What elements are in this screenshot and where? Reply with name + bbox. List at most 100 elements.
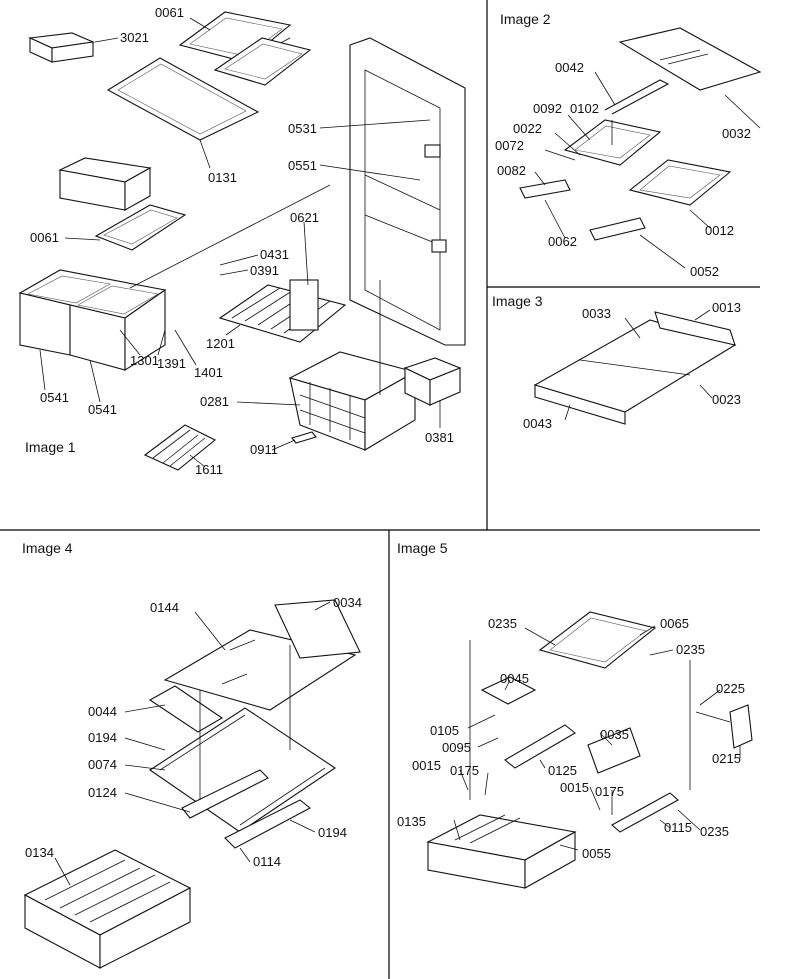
image5-labels: 0235 0065 0235 0045 0225 0105 0095 0125 … <box>397 616 745 861</box>
label-0391: 0391 <box>250 263 279 278</box>
label-0175-a: 0175 <box>450 763 479 778</box>
label-0144: 0144 <box>150 600 179 615</box>
label-0035: 0035 <box>600 727 629 742</box>
part-rail-0045 <box>480 676 537 705</box>
label-1301: 1301 <box>130 353 159 368</box>
image2-leaders <box>534 71 761 269</box>
label-0124: 0124 <box>88 785 117 800</box>
label-0194-b: 0194 <box>318 825 347 840</box>
part-trim-0052 <box>589 217 646 241</box>
image2-panel: Image 2 0042 <box>495 11 762 279</box>
label-0061-mid: 0061 <box>30 230 59 245</box>
image3-leaders <box>564 309 713 421</box>
panel-dividers <box>0 0 760 979</box>
part-shelf-frame-right <box>628 159 732 206</box>
part-rod-0911 <box>291 431 317 444</box>
part-glass-0032 <box>618 27 762 91</box>
label-0034: 0034 <box>333 595 362 610</box>
part-shelf-0065 <box>538 611 657 669</box>
label-0541-a: 0541 <box>40 390 69 405</box>
label-0095: 0095 <box>442 740 471 755</box>
part-drawer-0134 <box>23 849 192 969</box>
label-0114: 0114 <box>253 854 281 869</box>
label-0175-b: 0175 <box>595 784 624 799</box>
part-rail-0042 <box>604 79 670 115</box>
label-0194-a: 0194 <box>88 730 117 745</box>
image1-panel: 3021 0061 0131 0531 0551 0621 0431 0391 … <box>18 5 466 477</box>
part-rack-1611 <box>143 424 217 471</box>
image4-title: Image 4 <box>22 540 73 556</box>
part-crisper-pans <box>18 269 167 371</box>
label-0052: 0052 <box>690 264 719 279</box>
part-rail-0125 <box>504 724 576 769</box>
label-0023: 0023 <box>712 392 741 407</box>
label-0061-top: 0061 <box>155 5 184 20</box>
label-0062: 0062 <box>548 234 577 249</box>
part-rail-0115 <box>611 792 679 833</box>
image1-title: Image 1 <box>25 439 76 455</box>
image3-labels: 0033 0013 0023 0043 <box>523 300 741 431</box>
part-drawer-0135 <box>426 814 577 889</box>
label-0042: 0042 <box>555 60 584 75</box>
part-rail-0114 <box>224 799 311 849</box>
label-0082: 0082 <box>497 163 526 178</box>
label-0551: 0551 <box>288 158 317 173</box>
label-0135: 0135 <box>397 814 426 829</box>
part-rail-0124 <box>181 769 269 819</box>
label-0072: 0072 <box>495 138 524 153</box>
image2-title: Image 2 <box>500 11 551 27</box>
label-0055: 0055 <box>582 846 611 861</box>
label-0015-a: 0015 <box>412 758 441 773</box>
label-0012: 0012 <box>705 223 734 238</box>
image4-labels: 0144 0034 0044 0194 0074 0124 0194 0114 … <box>25 595 362 869</box>
label-0215: 0215 <box>712 751 741 766</box>
part-shelf-frame-left <box>563 119 662 166</box>
part-rail-0035 <box>587 727 641 774</box>
label-1201: 1201 <box>206 336 235 351</box>
part-crisper-drawer <box>58 157 152 211</box>
label-0043: 0043 <box>523 416 552 431</box>
part-bracket-0381 <box>403 357 462 406</box>
part-cabinet <box>349 37 466 346</box>
label-0235-c: 0235 <box>700 824 729 839</box>
label-0013: 0013 <box>712 300 741 315</box>
image5-title: Image 5 <box>397 540 448 556</box>
label-0235-b: 0235 <box>676 642 705 657</box>
label-0381: 0381 <box>425 430 454 445</box>
label-1391: 1391 <box>157 356 186 371</box>
label-0045: 0045 <box>500 671 529 686</box>
label-0015-b: 0015 <box>560 780 589 795</box>
label-0115: 0115 <box>664 820 692 835</box>
part-rail-0034 <box>274 599 361 659</box>
part-wire-shelf <box>218 279 347 343</box>
image3-title: Image 3 <box>492 293 543 309</box>
image1-labels: 3021 0061 0131 0531 0551 0621 0431 0391 … <box>30 5 454 477</box>
part-wire-basket <box>288 351 417 451</box>
part-frame-0194 <box>149 707 336 833</box>
image4-leaders <box>54 601 331 886</box>
label-1401: 1401 <box>194 365 223 380</box>
label-1611: 1611 <box>195 462 223 477</box>
label-0065: 0065 <box>660 616 689 631</box>
part-small-bin <box>27 32 96 63</box>
label-0134: 0134 <box>25 845 54 860</box>
label-0092: 0092 <box>533 101 562 116</box>
part-shelf-top <box>178 11 312 86</box>
image1-leaders <box>39 17 441 468</box>
label-3021: 3021 <box>120 30 149 45</box>
label-0281: 0281 <box>200 394 229 409</box>
label-0911: 0911 <box>250 442 278 457</box>
image5-panel: Image 5 <box>397 540 753 889</box>
part-shelf-0033 <box>533 311 737 425</box>
image5-leaders <box>453 625 741 851</box>
label-0131: 0131 <box>208 170 237 185</box>
label-0531: 0531 <box>288 121 317 136</box>
label-0125: 0125 <box>548 763 577 778</box>
label-0235-a: 0235 <box>488 616 517 631</box>
image4-panel: Image 4 <box>22 540 362 969</box>
image3-panel: Image 3 0033 0013 0023 0043 <box>492 293 741 431</box>
label-0541-b: 0541 <box>88 402 117 417</box>
label-0074: 0074 <box>88 757 117 772</box>
label-0032: 0032 <box>722 126 751 141</box>
